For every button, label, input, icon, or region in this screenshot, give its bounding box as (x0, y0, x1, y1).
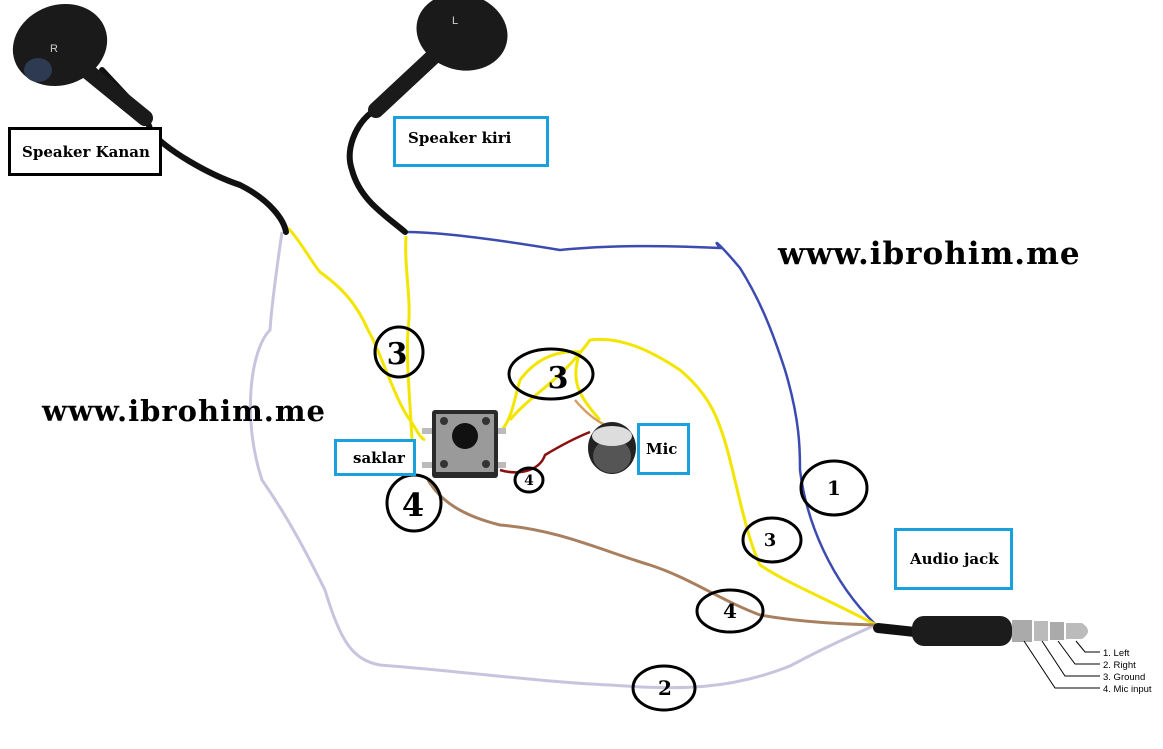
earbud-right-icon: R (12, 3, 289, 235)
mic-label: Mic (637, 423, 690, 475)
jack-housing (912, 616, 1012, 646)
marker-1 (799, 459, 869, 517)
marker-3-center-text: 3 (548, 361, 569, 396)
switch-leg-tr (494, 428, 506, 434)
wire-number-markers (373, 325, 869, 712)
marker-2-text: 2 (658, 676, 672, 700)
switch-leg-bl (422, 462, 434, 468)
marker-4-small (513, 466, 545, 494)
switch-button (452, 423, 478, 449)
electret-mic-icon (588, 422, 636, 474)
jack-legend-mic: 4. Mic input (1103, 684, 1152, 695)
jack-legend-ground: 3. Ground (1103, 672, 1145, 683)
watermark-middle-left: www.ibrohim.me (42, 394, 327, 428)
jack-ring-1 (1034, 621, 1048, 641)
jack-cable (873, 623, 920, 637)
earbud-right-speaker-grill (24, 58, 52, 82)
wire-number-labels: 3 3 4 4 1 3 4 2 (387, 337, 841, 700)
wire-mic-red (499, 430, 591, 474)
earbud-left-shell (416, 0, 508, 71)
mic-rim (592, 426, 632, 446)
speaker-right-label-text: Speaker Kanan (22, 142, 150, 161)
marker-3-right (741, 516, 803, 564)
jack-tip (1066, 623, 1088, 639)
marker-4-right (695, 588, 765, 634)
mic-mesh (593, 439, 631, 473)
marker-3-right-text: 3 (764, 530, 777, 551)
mic-label-text: Mic (646, 440, 678, 458)
earbud-left-stem (368, 47, 443, 118)
marker-3-left-text: 3 (387, 337, 408, 372)
jack-legend-right: 2. Right (1103, 660, 1136, 671)
trrs-jack-icon: 1. Left 2. Right 3. Ground 4. Mic input (873, 616, 1152, 695)
earbud-right-mark: R (50, 43, 58, 55)
switch-screw-br (482, 460, 490, 468)
marker-4-button-text: 4 (402, 486, 424, 524)
marker-4-right-text: 4 (723, 599, 737, 623)
switch-leg-br (494, 462, 506, 468)
marker-1-text: 1 (827, 476, 841, 500)
switch-screw-tl (440, 417, 448, 425)
jack-ring-2 (1050, 622, 1064, 640)
earbud-left-mark: L (452, 15, 458, 27)
speaker-left-label-text: Speaker kiri (408, 129, 512, 147)
marker-2 (631, 664, 697, 712)
watermark-top-right: www.ibrohim.me (778, 236, 1081, 272)
jack-sleeve (1012, 620, 1032, 642)
tactile-switch-icon (422, 410, 506, 478)
switch-leg-tl (422, 428, 434, 434)
jack-leader-lines (1023, 640, 1100, 689)
wire-mic-orange (574, 399, 606, 427)
earbud-left-cable (346, 109, 408, 235)
jack-legend-left: 1. Left (1103, 648, 1130, 659)
earbud-left-icon: L (346, 0, 508, 235)
marker-4-small-text: 4 (524, 473, 534, 489)
audio-jack-label-text: Audio jack (910, 550, 999, 568)
wire-ground-group (286, 226, 877, 627)
earbud-right-stem (72, 57, 153, 126)
button-label-text: saklar (353, 448, 405, 467)
wire-right-channel (248, 231, 877, 690)
wire-mic-input (426, 479, 877, 627)
audio-jack-label: Audio jack (894, 528, 1013, 590)
switch-screw-tr (482, 417, 490, 425)
wire-ground-to-mic (498, 350, 602, 434)
speaker-right-label: Speaker Kanan (8, 127, 162, 176)
switch-screw-bl (440, 460, 448, 468)
wire-ground-right-earbud (286, 226, 426, 442)
marker-3-left (373, 325, 425, 379)
speaker-left-label: Speaker kiri (393, 116, 549, 167)
marker-3-center (507, 347, 595, 401)
wire-ground-to-jack (508, 337, 877, 627)
button-label: saklar (334, 439, 416, 476)
